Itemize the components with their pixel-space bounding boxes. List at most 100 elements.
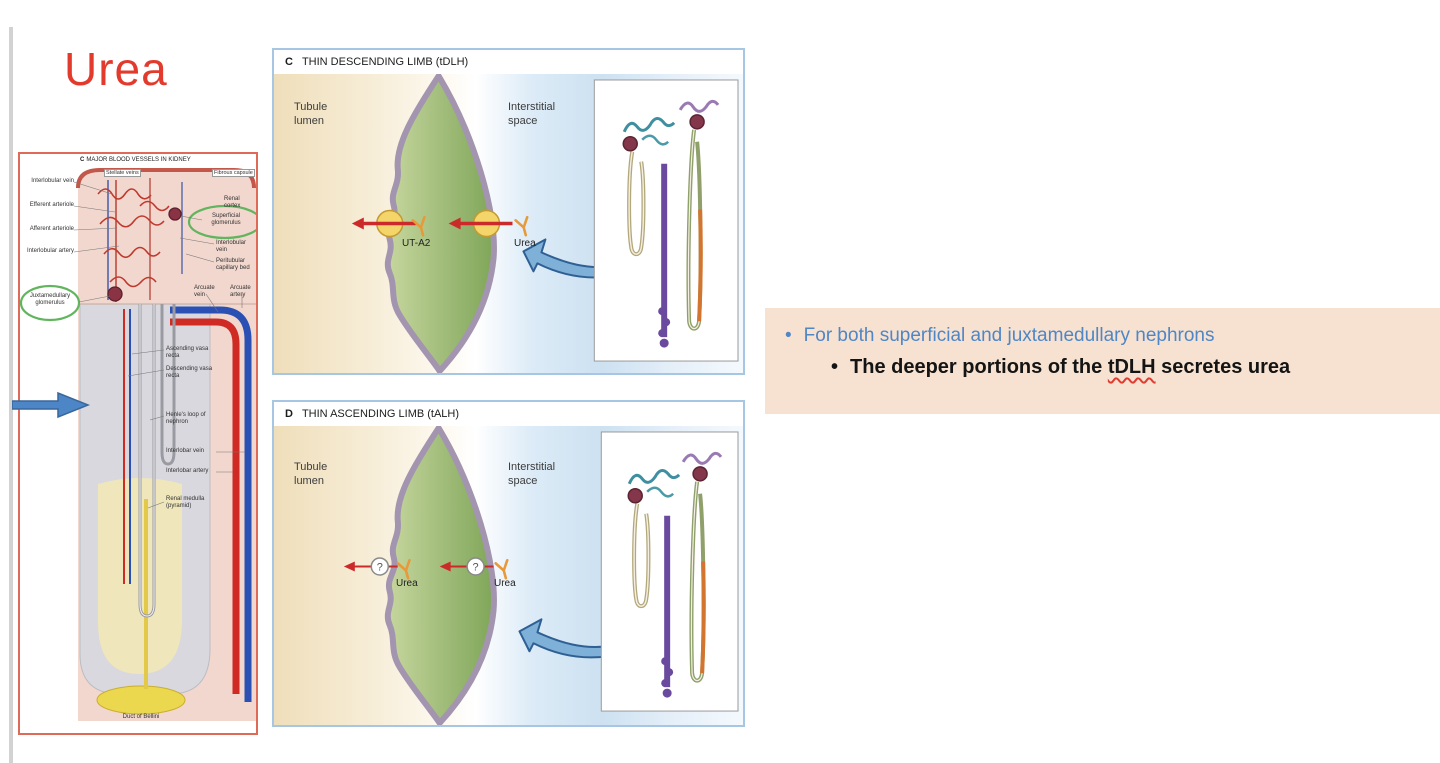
superficial-glomerulus-highlight: [187, 204, 256, 240]
collecting-duct-bump: [659, 338, 669, 348]
long-loop-lumen: [690, 481, 703, 682]
note-line-2-suffix: secretes urea: [1155, 356, 1291, 378]
note-line-1: • For both superficial and juxtamedullary…: [785, 325, 1440, 347]
juxtamedullary-glomerulus-highlight: [20, 284, 81, 322]
proximal-tubule: [622, 117, 676, 133]
kidney-label: Superficial glomerulus: [211, 213, 241, 226]
collecting-duct-bump: [658, 307, 667, 316]
unknown-transporter-icon: [466, 557, 485, 576]
talh-cell-diagram: ? ?: [343, 426, 739, 725]
glomerulus-icon: [627, 488, 643, 504]
superficial-glomerulus-shape: [168, 207, 182, 221]
panel-title: THIN DESCENDING LIMB (tDLH): [301, 56, 469, 68]
urea-molecule-icon: [494, 558, 509, 580]
kidney-label: Stellate veins: [104, 169, 141, 178]
kidney-label: Renal cortex: [224, 196, 241, 209]
slide-edge-line: [9, 27, 13, 763]
bullet-dot: •: [785, 325, 792, 346]
kidney-label: Interlobular artery: [26, 248, 74, 254]
interlobar-artery-band: [170, 318, 240, 694]
note-line-2-prefix: The deeper portions of the: [850, 356, 1108, 378]
pointer-arrow-icon: [12, 391, 91, 419]
epithelial-cell-shape: [384, 74, 497, 373]
kidney-label: Interlobar artery: [166, 468, 209, 474]
panel-thin-descending-limb: C THIN DESCENDING LIMB (tDLH): [272, 48, 745, 375]
long-loop-lumen: [687, 129, 700, 330]
panel-letter: C: [285, 56, 293, 68]
urea-molecule-icon: [514, 215, 529, 237]
panel-tdlh-body: Tubule lumen Interstitial space UT-A2 Ur…: [274, 74, 743, 373]
ut-a2-label: UT-A2: [402, 238, 431, 249]
notes-callout: • For both superficial and juxtamedullary…: [765, 308, 1440, 414]
spellcheck-term: tDLH: [1107, 356, 1156, 378]
urea-label: Urea: [494, 578, 516, 589]
collecting-duct-bump: [662, 688, 672, 698]
urea-flux-arrowhead: [351, 217, 364, 230]
figure-caption-text: MAJOR BLOOD VESSELS IN KIDNEY: [86, 157, 191, 163]
kidney-label: Afferent arteriole: [29, 226, 74, 232]
glomerulus-icon: [689, 114, 705, 130]
panel-talh-body: ? ?: [274, 426, 743, 725]
panel-tdlh-header: C THIN DESCENDING LIMB (tDLH): [274, 50, 743, 74]
urea-label: Urea: [396, 578, 418, 589]
convoluted-tubule: [681, 451, 723, 465]
urea-flux-arrowhead: [343, 561, 355, 572]
kidney-drawing: [20, 168, 256, 721]
kidney-label: Arcuate artery: [230, 285, 251, 298]
epithelial-cell-shape: [384, 426, 497, 725]
kidney-label: Efferent arteriole: [29, 202, 74, 208]
proximal-tubule: [627, 469, 681, 485]
urea-flux-arrowhead: [448, 217, 461, 230]
bullet-dot: •: [831, 356, 839, 378]
kidney-label: Duct of Bellini: [122, 714, 160, 720]
glomerulus-icon: [622, 136, 638, 152]
collecting-duct-bump: [661, 679, 670, 688]
short-henle-loop: [160, 304, 176, 466]
kidney-label: Juxtamedullary glomerulus: [29, 293, 71, 306]
label-leader-lines: [73, 181, 245, 509]
unknown-transporter-icon: [370, 557, 390, 576]
tdlh-cell-diagram: [351, 74, 739, 373]
unknown-transporter-label: ?: [473, 562, 479, 574]
kidney-label: Ascending vasa recta: [166, 346, 209, 359]
note-line-1-text: For both superficial and juxtamedullary …: [803, 325, 1215, 346]
kidney-label: Interlobular vein: [31, 178, 74, 184]
collecting-duct-bump: [665, 668, 674, 677]
kidney-label: Fibrous capsule: [212, 169, 255, 178]
kidney-label: Peritubular capillary bed: [216, 258, 250, 271]
figure-letter: C: [80, 157, 85, 163]
long-henle-loop-lumen: [139, 304, 155, 617]
tubule-lumen-label: Tubule lumen: [294, 101, 328, 128]
kidney-label: Arcuate vein: [194, 285, 215, 298]
urea-label: Urea: [514, 238, 536, 249]
tubule-lumen-label: Tubule lumen: [294, 461, 328, 488]
convoluted-tubule: [678, 99, 720, 113]
interlobar-vein-band: [170, 306, 252, 702]
note-line-2: • The deeper portions of the tDLH secrete…: [831, 356, 1440, 379]
kidney-label: Descending vasa recta: [166, 366, 213, 379]
panel-title: THIN ASCENDING LIMB (tALH): [301, 408, 460, 420]
ascending-limb-highlight: [700, 561, 706, 674]
nephron-segment-arrow: [518, 618, 610, 659]
ascending-limb-highlight: [697, 209, 703, 322]
unknown-transporter-label: ?: [377, 562, 383, 574]
urea-flux-arrowhead: [439, 561, 451, 572]
short-loop-lumen: [633, 503, 650, 607]
interstitial-space-label: Interstitial space: [508, 461, 556, 488]
renal-capsule: [76, 168, 256, 189]
distal-tubule: [641, 134, 670, 146]
nephron-inset: [600, 431, 739, 712]
kidney-label: Henle's loop of nephron: [166, 412, 206, 425]
distal-tubule: [646, 486, 675, 498]
juxtamedullary-glomerulus-shape: [107, 286, 123, 302]
panel-thin-ascending-limb: D THIN ASCENDING LIMB (tALH) ? ?: [272, 400, 745, 727]
duct-of-bellini-shape: [96, 685, 186, 715]
kidney-label: Interlobar vein: [166, 448, 205, 454]
urea-molecule-icon: [396, 558, 411, 580]
collecting-duct-bump: [661, 657, 670, 666]
panel-talh-header: D THIN ASCENDING LIMB (tALH): [274, 402, 743, 426]
collecting-duct-bump: [658, 329, 667, 338]
